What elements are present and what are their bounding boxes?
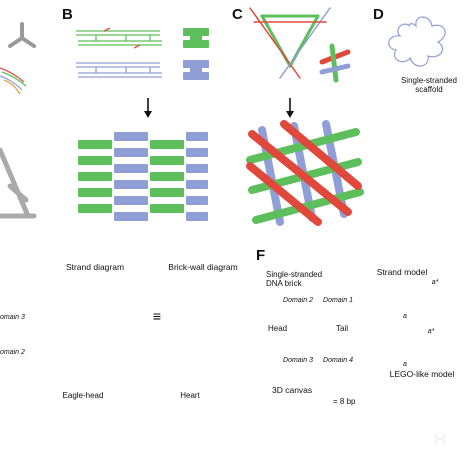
canvas-3d-label: 3D canvas (272, 385, 313, 395)
domain-3-label: Domain 3 (283, 357, 313, 364)
equivalence-symbol: ≡ (152, 308, 162, 324)
domain-1-label: Domain 1 (323, 297, 353, 304)
heart-label: Heart (180, 391, 200, 400)
panel-b-brick-green-icon (183, 28, 209, 48)
a-star-label-2: a* (427, 328, 435, 335)
ss-brick-line1: Single-stranded (266, 270, 323, 279)
panel-b-brick-blue-icon (183, 60, 209, 80)
bp-legend-label: = 8 bp (333, 397, 356, 406)
domain-4-label: Domain 4 (323, 357, 353, 364)
panel-b-strand-blue (76, 62, 162, 78)
domain-3-partial-label: omain 3 (0, 314, 25, 321)
ss-brick-line2: DNA brick (266, 279, 302, 288)
panel-c-arrow-icon (286, 98, 294, 118)
scaffold-label-line1: Single-stranded (400, 76, 458, 85)
panel-label-d: D (373, 6, 384, 23)
strand-diagram-title: Strand diagram (65, 262, 125, 272)
head-label: Head (268, 324, 288, 333)
strand-model-label: Strand model (376, 267, 428, 277)
panel-c-lattice (246, 120, 364, 226)
eagle-head-label: Eagle-head (62, 391, 104, 400)
panel-b-strand-green (76, 27, 162, 49)
tail-label: Tail (336, 324, 349, 333)
panel-label-c: C (232, 6, 243, 23)
lego-model-label: LEGO-like model (389, 369, 455, 379)
domain-2-partial-label: omain 2 (0, 349, 25, 356)
brick-wall-title: Brick-wall diagram (168, 262, 238, 272)
panel-c-cross-icon (319, 43, 351, 83)
a-label-2: a (403, 361, 407, 368)
a-label-1: a (403, 313, 407, 320)
panel-label-f: F (256, 247, 266, 264)
h-letter: H (433, 430, 447, 450)
scaffold-label: Single-stranded scaffold (384, 76, 474, 94)
ss-brick-label: Single-stranded DNA brick (266, 270, 336, 288)
panel-label-b: B (62, 6, 73, 23)
panel-b-arrow-icon (144, 98, 152, 118)
panel-b-brick-wall (78, 132, 208, 221)
domain-2-label: Domain 2 (283, 297, 313, 304)
panel-d-scaffold-icon (388, 16, 446, 67)
scaffold-label-line2: scaffold (415, 85, 443, 94)
panel-a-fragment (0, 22, 37, 219)
panel-c-triangle-motif (249, 7, 331, 79)
a-star-label-1: a* (431, 279, 439, 286)
